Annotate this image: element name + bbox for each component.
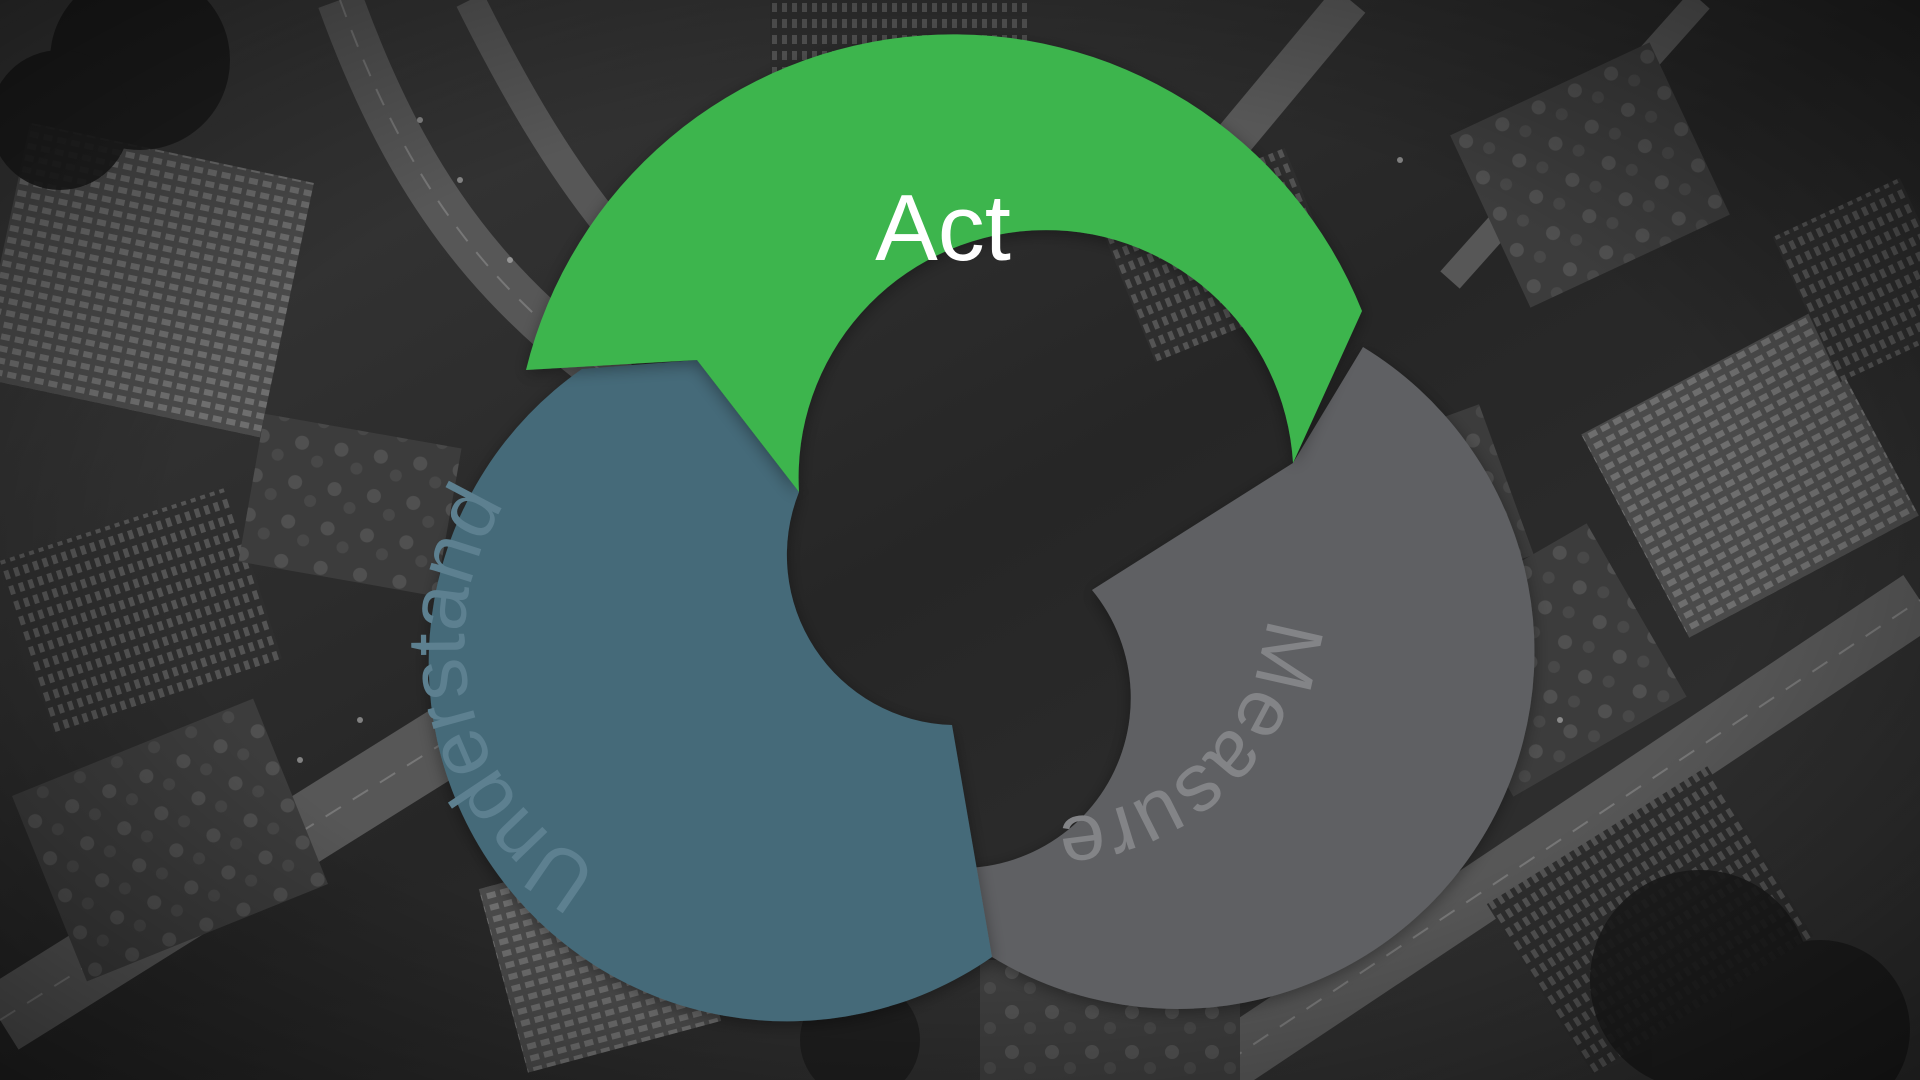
act-segment (526, 34, 1362, 492)
understand-segment (428, 360, 992, 1022)
measure-segment (906, 347, 1535, 1009)
act-label: Act (875, 175, 1011, 280)
